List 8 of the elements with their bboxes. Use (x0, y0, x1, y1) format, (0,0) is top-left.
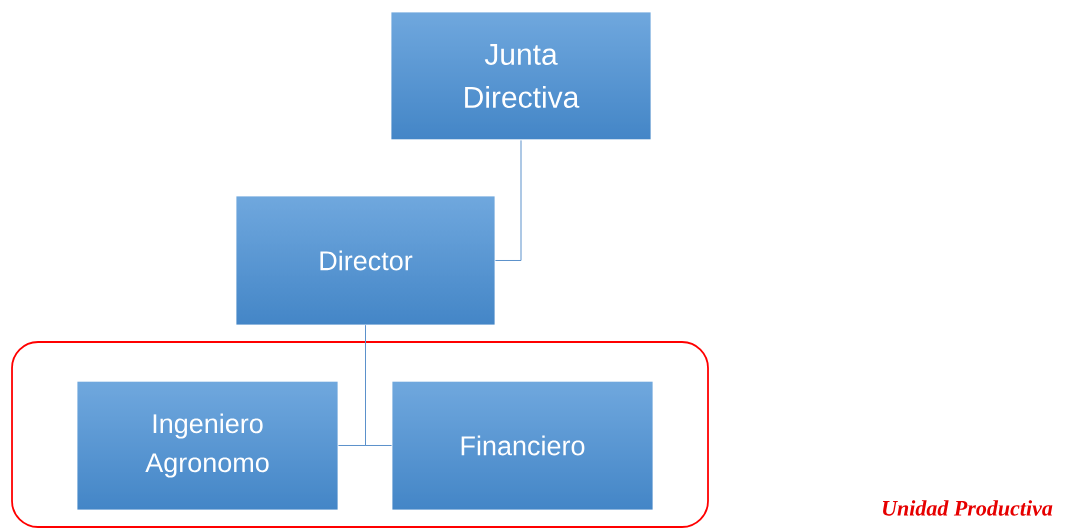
group-outline (11, 341, 709, 528)
connector-line (365, 324, 393, 446)
org-box: Director (235, 195, 496, 326)
group-caption: Unidad Productiva (882, 500, 1053, 516)
org-box: Financiero (391, 380, 654, 511)
org-box: Junta Directiva (390, 11, 652, 141)
connector-line (494, 139, 522, 261)
org-box: Ingeniero Agronomo (76, 380, 339, 511)
